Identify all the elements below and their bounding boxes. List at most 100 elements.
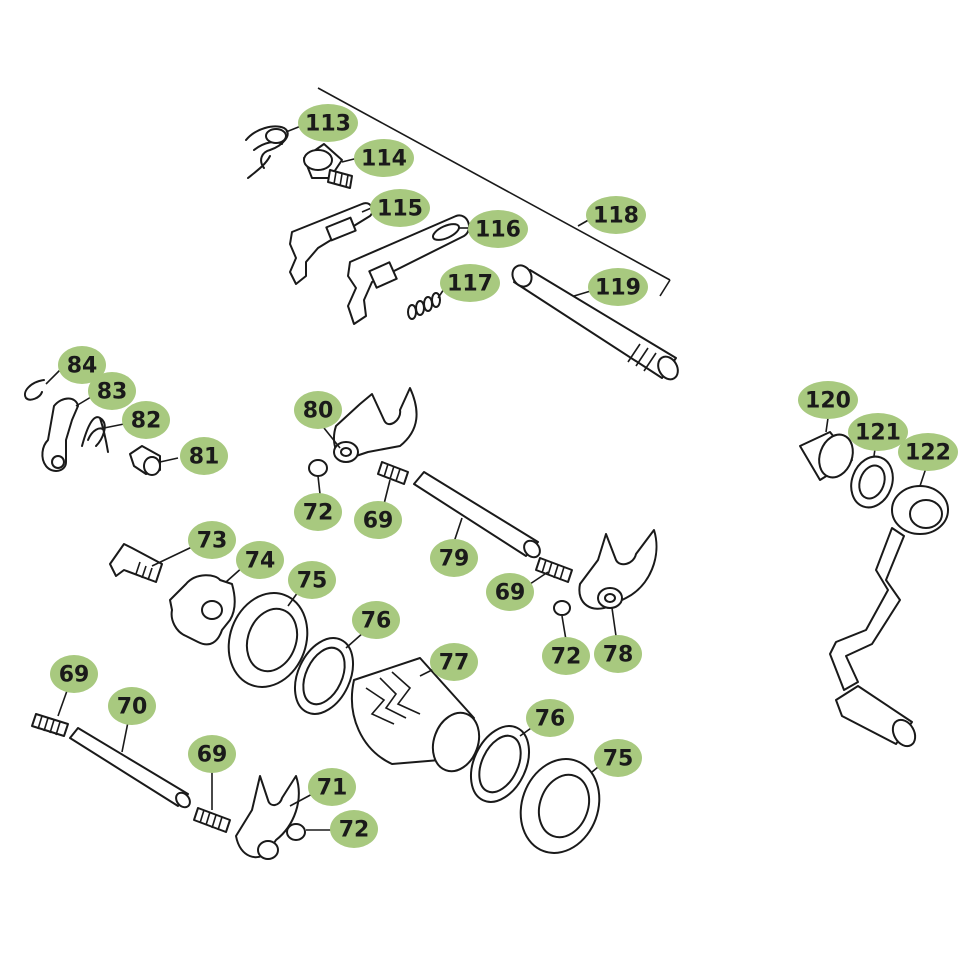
callout-label: 69 (59, 663, 90, 688)
callout-oval (236, 541, 284, 579)
callout-oval (526, 699, 574, 737)
callout-oval (594, 635, 642, 673)
callout-label: 75 (603, 747, 634, 772)
part-70-rod (69, 727, 191, 809)
callout-label: 70 (117, 695, 148, 720)
part-116-plate (347, 214, 471, 325)
callout-113: 113 (298, 104, 358, 142)
callout-69: 69 (354, 501, 402, 539)
part-69a-spring (377, 461, 409, 485)
part-76b-washer (469, 725, 531, 803)
callout-oval (298, 104, 358, 142)
callout-oval (88, 372, 136, 410)
callout-oval (848, 413, 908, 451)
callout-oval (594, 739, 642, 777)
callout-oval (58, 346, 106, 384)
callout-oval (468, 210, 528, 248)
callout-oval (180, 437, 228, 475)
callout-114: 114 (354, 139, 414, 177)
callout-69: 69 (188, 735, 236, 773)
part-119-shaft (511, 264, 679, 381)
callout-label: 81 (189, 445, 220, 470)
callout-79: 79 (430, 539, 478, 577)
part-73-screw (109, 543, 163, 583)
callout-label: 116 (475, 218, 521, 243)
part-113-spring (245, 125, 289, 179)
callout-label: 71 (317, 776, 348, 801)
callout-label: 69 (495, 581, 526, 606)
callout-label: 114 (361, 147, 407, 172)
callout-label: 77 (439, 651, 470, 676)
callout-oval (308, 768, 356, 806)
callout-69: 69 (50, 655, 98, 693)
callout-oval (288, 561, 336, 599)
callout-77: 77 (430, 643, 478, 681)
callout-oval (354, 139, 414, 177)
callout-71: 71 (308, 768, 356, 806)
callout-76: 76 (352, 601, 400, 639)
part-121-ring (850, 455, 894, 509)
callout-83: 83 (88, 372, 136, 410)
callout-label: 72 (303, 501, 334, 526)
callout-oval (430, 539, 478, 577)
callout-73: 73 (188, 521, 236, 559)
callout-label: 84 (67, 354, 98, 379)
callout-oval (542, 637, 590, 675)
callout-oval (486, 573, 534, 611)
part-81-bolt (129, 445, 161, 476)
callout-oval (586, 196, 646, 234)
callout-oval (354, 501, 402, 539)
callout-oval (352, 601, 400, 639)
callout-oval (330, 810, 378, 848)
callout-116: 116 (468, 210, 528, 248)
callout-78: 78 (594, 635, 642, 673)
part-120-bush (799, 431, 854, 481)
callout-82: 82 (122, 401, 170, 439)
part-75a-bearing (227, 592, 309, 688)
callout-label: 122 (905, 441, 951, 466)
callout-72: 72 (330, 810, 378, 848)
part-74-star-cam (169, 574, 236, 646)
callout-122: 122 (898, 433, 958, 471)
callout-label: 78 (603, 643, 634, 668)
callout-75: 75 (288, 561, 336, 599)
callout-label: 79 (439, 547, 470, 572)
part-80-fork (332, 387, 418, 463)
callout-label: 76 (361, 609, 392, 634)
callout-121: 121 (848, 413, 908, 451)
callout-115: 115 (370, 189, 430, 227)
part-72c-pin (286, 823, 306, 841)
callout-84: 84 (58, 346, 106, 384)
callout-label: 69 (197, 743, 228, 768)
callout-label: 115 (377, 197, 423, 222)
callout-117: 117 (440, 264, 500, 302)
callout-label: 76 (535, 707, 566, 732)
part-117-spring (407, 292, 441, 320)
callout-70: 70 (108, 687, 156, 725)
callout-oval (188, 735, 236, 773)
callout-oval (294, 391, 342, 429)
part-69c-spring (31, 713, 69, 737)
callout-label: 72 (339, 818, 370, 843)
callout-label: 72 (551, 645, 582, 670)
callout-label: 113 (305, 112, 351, 137)
part-69b-spring (535, 557, 573, 583)
part-69d-spring (193, 807, 231, 833)
part-79-rod (413, 471, 541, 559)
callout-label: 117 (447, 272, 493, 297)
part-115-plate (289, 202, 374, 285)
callout-label: 80 (303, 399, 334, 424)
callout-72: 72 (542, 637, 590, 675)
callout-74: 74 (236, 541, 284, 579)
callout-75: 75 (594, 739, 642, 777)
part-83-lever (41, 397, 79, 472)
callout-oval (50, 655, 98, 693)
callout-label: 121 (855, 421, 901, 446)
callout-label: 120 (805, 389, 851, 414)
callout-oval (430, 643, 478, 681)
callout-81: 81 (180, 437, 228, 475)
part-114-bolt (303, 143, 353, 189)
callout-80: 80 (294, 391, 342, 429)
